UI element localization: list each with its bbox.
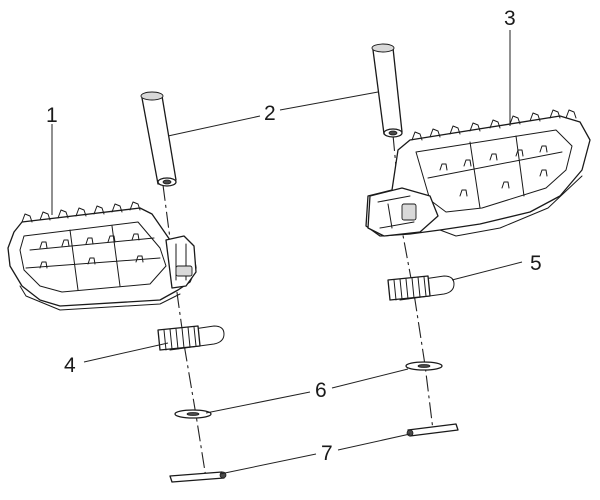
callout-4: 4 — [64, 354, 76, 377]
cotter-pin-right — [406, 423, 459, 437]
callout-7: 7 — [321, 442, 333, 465]
right-footpeg — [365, 109, 591, 237]
callout-2: 2 — [264, 102, 276, 125]
washer-right — [405, 361, 443, 371]
torsion-spring-right — [387, 275, 455, 301]
torsion-spring-left — [157, 325, 225, 351]
leader-lines — [51, 30, 523, 475]
pivot-pin-left — [140, 91, 177, 187]
callout-6: 6 — [315, 379, 327, 402]
washer-left — [174, 409, 212, 419]
callout-3: 3 — [504, 7, 516, 30]
pivot-pin-right — [371, 43, 403, 138]
cotter-pin-left — [169, 471, 227, 483]
left-footpeg — [7, 201, 197, 311]
callout-1: 1 — [46, 104, 58, 127]
assembly-axis-left — [162, 184, 207, 479]
callout-5: 5 — [530, 252, 542, 275]
